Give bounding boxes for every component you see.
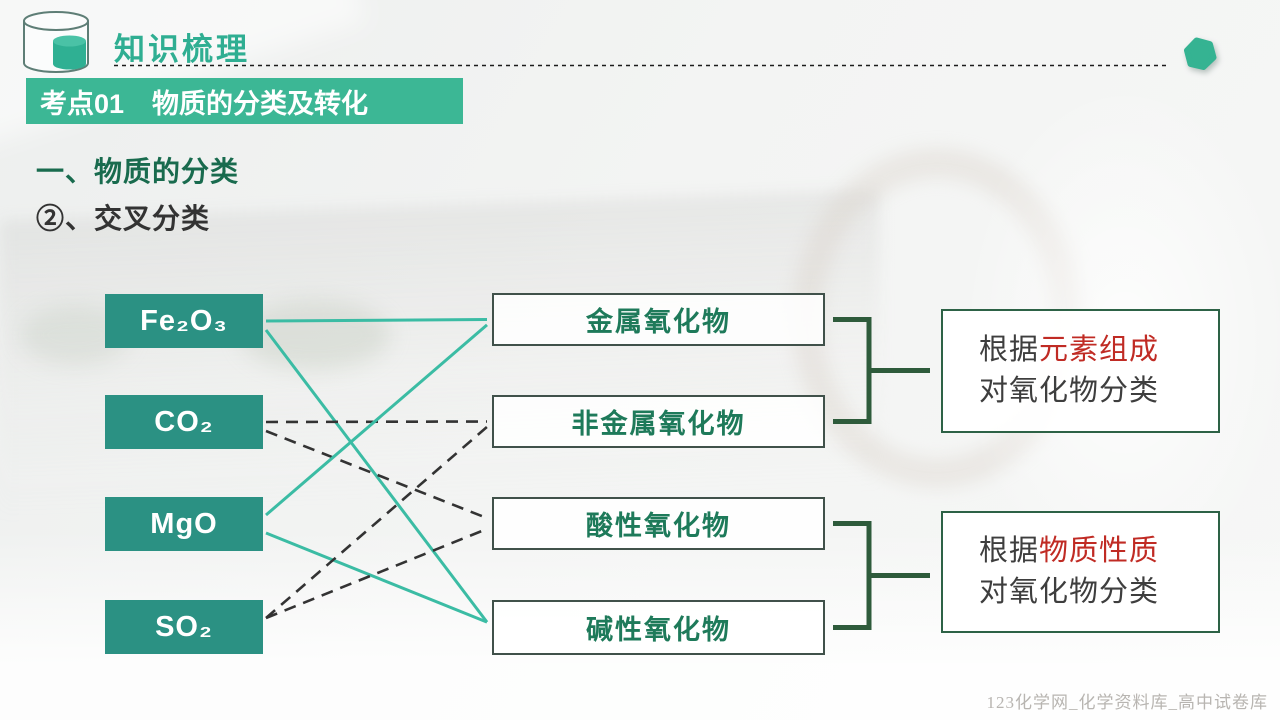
category-box: 金属氧化物 bbox=[492, 293, 825, 346]
header-dashed-rule bbox=[114, 64, 1168, 67]
category-box: 酸性氧化物 bbox=[492, 497, 825, 550]
note-box: 根据物质性质 对氧化物分类 bbox=[941, 511, 1220, 633]
note-highlight: 元素组成 bbox=[1039, 333, 1160, 366]
background-decoration bbox=[0, 189, 880, 521]
topic-banner: 考点01 物质的分类及转化 bbox=[26, 78, 463, 124]
section-heading-classification: 一、物质的分类 bbox=[36, 156, 240, 187]
category-box: 非金属氧化物 bbox=[492, 395, 825, 448]
formula-box: Fe₂O₃ bbox=[105, 294, 263, 348]
note-text: 根据 bbox=[979, 333, 1040, 366]
database-cylinders-icon bbox=[23, 11, 89, 73]
watermark: 123化学网_化学资料库_高中试卷库 bbox=[986, 693, 1268, 712]
note-box: 根据元素组成 对氧化物分类 bbox=[941, 309, 1220, 433]
hexagon-icon bbox=[1184, 37, 1217, 70]
topic-banner-title: 物质的分类及转化 bbox=[152, 88, 369, 119]
note-line-2: 对氧化物分类 bbox=[979, 576, 1160, 608]
note-text: 根据 bbox=[979, 534, 1040, 567]
note-line-2: 对氧化物分类 bbox=[979, 375, 1160, 407]
formula-box: SO₂ bbox=[105, 600, 263, 654]
formula-box: CO₂ bbox=[105, 395, 263, 449]
topic-banner-tag: 考点01 bbox=[40, 88, 125, 119]
note-highlight: 物质性质 bbox=[1039, 534, 1160, 567]
note-line-1: 根据物质性质 bbox=[979, 531, 1218, 572]
note-line-1: 根据元素组成 bbox=[979, 330, 1218, 371]
category-box: 碱性氧化物 bbox=[492, 600, 825, 655]
subsection-heading-cross-classification: ②、交叉分类 bbox=[36, 203, 211, 234]
formula-box: MgO bbox=[105, 497, 263, 551]
page-title: 知识梳理 bbox=[114, 32, 250, 67]
